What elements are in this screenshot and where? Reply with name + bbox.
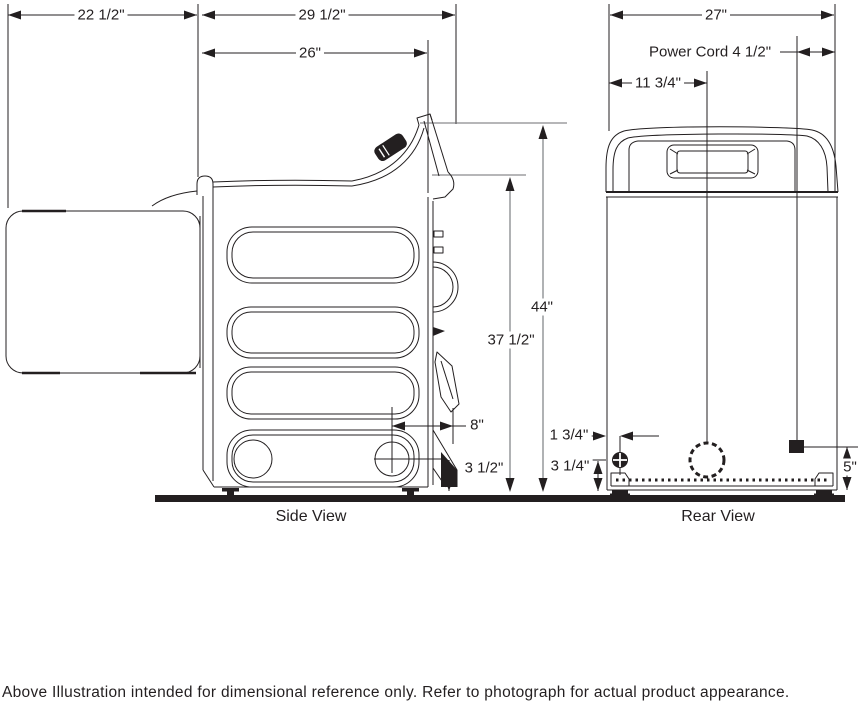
dim-label-height-lid: 37 1/2" (484, 331, 538, 349)
side-view-caption: Side View (275, 508, 347, 525)
side-view-drawing (6, 114, 459, 498)
ground-line (155, 495, 845, 502)
dim-label-gas-height-rear: 3 1/4" (547, 457, 593, 475)
side-panels (227, 227, 419, 487)
footnote-text: Above Illustration intended for dimensio… (2, 684, 790, 701)
rear-base-plate (610, 473, 834, 497)
rear-profile-details (433, 231, 459, 487)
control-knob (374, 133, 407, 162)
dim-label-cord-height: 5" (840, 458, 860, 476)
gas-connection-marker (612, 436, 628, 475)
dim-label-gas-from-rear: 8" (467, 416, 487, 434)
rear-view-drawing (606, 127, 838, 497)
rear-view-caption: Rear View (681, 508, 755, 525)
dim-label-vent-offset: 11 3/4" (632, 74, 684, 92)
dim-label-door-depth: 22 1/2" (74, 6, 128, 24)
control-console (352, 114, 454, 199)
console-window (667, 145, 758, 178)
dim-label-power-cord: Power Cord 4 1/2" (645, 43, 775, 61)
dim-label-depth-total: 29 1/2" (295, 6, 349, 24)
dim-label-width: 27" (701, 6, 731, 24)
exhaust-vent (690, 443, 724, 477)
open-door-panel (6, 191, 200, 373)
dim-label-depth-body: 26" (295, 44, 325, 62)
power-cord-entry (789, 440, 804, 453)
dim-label-gas-height-side: 3 1/2" (461, 459, 507, 477)
dim-label-height-total: 44" (527, 298, 557, 316)
dim-label-gas-from-side: 1 3/4" (546, 426, 592, 444)
